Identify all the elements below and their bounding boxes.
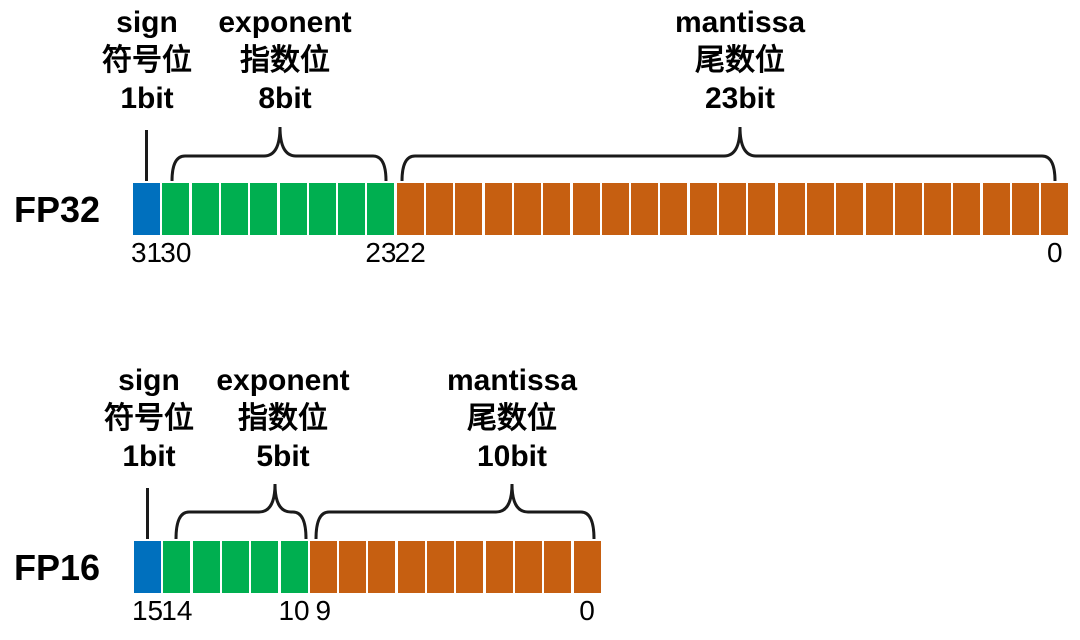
bit-cell-mantissa [455, 183, 483, 235]
exponent-label-fp32: exponent 指数位 8bit [218, 4, 351, 118]
bit-index-fp16-15: 15 [131, 595, 164, 626]
sign-label-zh: 符号位 [104, 402, 194, 435]
bit-index-fp16-14: 14 [161, 595, 193, 626]
bit-cell-mantissa [427, 541, 455, 593]
bit-cell-mantissa [894, 183, 922, 235]
bit-cell-mantissa [1012, 183, 1040, 235]
sign-label-fp32: sign 符号位 1bit [102, 4, 192, 118]
bit-cell-mantissa [689, 183, 717, 235]
sign-label-zh: 符号位 [102, 44, 192, 77]
mantissa-label-fp32: mantissa 尾数位 23bit [675, 4, 805, 118]
bit-index-fp16-9: 9 [315, 595, 332, 626]
exponent-label-en: exponent [218, 6, 352, 39]
bit-index-fp32-31: 31 [130, 237, 163, 268]
mantissa-brace-fp32 [400, 126, 1057, 182]
sign-bit-count: 1bit [122, 440, 176, 473]
bit-cell-sign [133, 183, 161, 235]
bit-cell-exponent [280, 541, 308, 593]
bit-cell-mantissa [456, 541, 484, 593]
bit-cell-mantissa [573, 541, 601, 593]
bit-cell-mantissa [484, 183, 512, 235]
sign-label-en: sign [118, 364, 180, 397]
bit-cell-exponent [191, 183, 219, 235]
bit-cell-mantissa [1041, 183, 1069, 235]
bit-cell-mantissa [719, 183, 747, 235]
bit-cell-mantissa [514, 541, 542, 593]
bit-cell-mantissa [777, 183, 805, 235]
bit-cell-exponent [308, 183, 336, 235]
exponent-brace-fp32 [170, 126, 388, 182]
bit-cell-mantissa [631, 183, 659, 235]
bit-cell-sign [134, 541, 162, 593]
exponent-label-zh: 指数位 [237, 402, 328, 435]
mantissa-label-zh: 尾数位 [466, 402, 557, 435]
bit-cell-mantissa [396, 183, 424, 235]
sign-label-fp16: sign 符号位 1bit [104, 362, 194, 476]
exponent-brace-fp16 [174, 483, 308, 540]
bit-cell-exponent [338, 183, 366, 235]
bit-index-fp32-30: 30 [160, 237, 192, 268]
bit-cell-mantissa [748, 183, 776, 235]
bit-cell-mantissa [601, 183, 629, 235]
bit-cell-exponent [192, 541, 220, 593]
mantissa-label-en: mantissa [446, 364, 578, 397]
bit-cell-mantissa [485, 541, 513, 593]
exponent-label-zh: 指数位 [239, 44, 330, 77]
bit-cell-exponent [250, 183, 278, 235]
mantissa-bit-count: 23bit [704, 82, 776, 115]
row-label-fp32: FP32 [14, 189, 101, 230]
bit-cell-exponent [163, 541, 191, 593]
bit-cell-mantissa [397, 541, 425, 593]
bit-cell-mantissa [426, 183, 454, 235]
bit-cell-mantissa [368, 541, 396, 593]
row-label-fp16: FP16 [14, 547, 101, 588]
bit-cell-exponent [367, 183, 395, 235]
bit-cell-mantissa [309, 541, 337, 593]
exponent-label-en: exponent [216, 364, 350, 397]
bit-cell-mantissa [572, 183, 600, 235]
exponent-label-fp16: exponent 指数位 5bit [216, 362, 349, 476]
bit-cell-mantissa [660, 183, 688, 235]
bit-index-fp16-10: 10 [278, 595, 310, 626]
bit-cell-mantissa [544, 541, 572, 593]
mantissa-label-en: mantissa [674, 6, 806, 39]
bit-cell-mantissa [865, 183, 893, 235]
mantissa-label-zh: 尾数位 [694, 44, 785, 77]
bit-cell-exponent [221, 541, 249, 593]
bit-cell-mantissa [806, 183, 834, 235]
mantissa-brace-fp16 [314, 483, 596, 540]
bit-index-fp32-23: 23 [365, 237, 397, 268]
bit-cell-mantissa [953, 183, 981, 235]
bit-index-fp32-0: 0 [1047, 237, 1063, 268]
bit-cell-exponent [251, 541, 279, 593]
bit-cell-exponent [279, 183, 307, 235]
bit-cell-mantissa [339, 541, 367, 593]
bit-index-fp32-22: 22 [394, 237, 426, 268]
bit-cell-mantissa [543, 183, 571, 235]
bit-cell-exponent [220, 183, 248, 235]
exponent-bit-count: 8bit [258, 82, 312, 115]
bit-cell-mantissa [924, 183, 952, 235]
bit-index-fp16-0: 0 [579, 595, 595, 626]
mantissa-label-fp16: mantissa 尾数位 10bit [447, 362, 577, 476]
bit-cell-exponent [162, 183, 190, 235]
bit-cell-mantissa [836, 183, 864, 235]
sign-label-en: sign [116, 6, 178, 39]
exponent-bit-count: 5bit [256, 440, 310, 473]
bit-cell-mantissa [982, 183, 1010, 235]
mantissa-bit-count: 10bit [476, 440, 548, 473]
bit-cell-mantissa [513, 183, 541, 235]
sign-bit-count: 1bit [120, 82, 174, 115]
